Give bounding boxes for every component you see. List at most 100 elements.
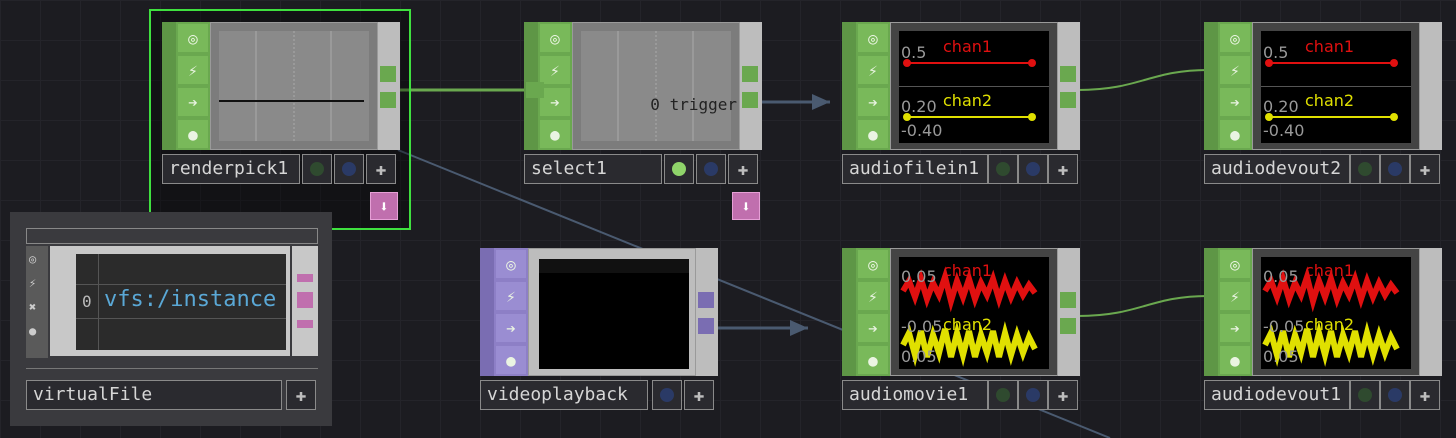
virtualfile-name[interactable]: virtualFile — [26, 380, 282, 410]
audiofilein-out-port-2[interactable] — [1060, 92, 1076, 108]
audiofilein-flag-bar: ◎ ⚡ ➔ ● — [842, 22, 890, 150]
select-dot-blue[interactable] — [696, 154, 726, 184]
plus-icon[interactable]: ✚ — [1410, 380, 1440, 410]
audiodevout2-dot-green[interactable] — [1350, 154, 1380, 184]
virtualfile-out-port-2[interactable] — [297, 292, 313, 308]
target-icon[interactable]: ◎ — [858, 250, 888, 278]
renderpick-node[interactable]: ◎ ⚡ ➔ ● renderpick1 ✚ ⬇ — [162, 22, 402, 222]
plus-icon[interactable]: ✚ — [684, 380, 714, 410]
select-in-port[interactable] — [526, 82, 544, 98]
plus-icon[interactable]: ✚ — [1048, 380, 1078, 410]
lightning-icon[interactable]: ⚡ — [858, 282, 888, 310]
audiofilein-dot-green[interactable] — [988, 154, 1018, 184]
lock-icon[interactable]: ● — [29, 324, 37, 338]
audiodevout2-val2a: 0.20 — [1263, 97, 1299, 116]
audiofilein-name[interactable]: audiofilein1 — [842, 154, 988, 184]
audiofilein-node[interactable]: ◎ ⚡ ➔ ● 0.5 chan1 0.20 chan2 -0.40 audio… — [842, 22, 1082, 192]
target-icon[interactable]: ◎ — [1220, 24, 1250, 52]
lightning-icon[interactable]: ⚡ — [1220, 282, 1250, 310]
plus-icon[interactable]: ✚ — [1048, 154, 1078, 184]
arrow-right-icon[interactable]: ➔ — [858, 314, 888, 342]
audiomovie-out-port-1[interactable] — [1060, 292, 1076, 308]
arrow-right-icon[interactable]: ➔ — [540, 88, 570, 116]
lock-icon[interactable]: ● — [1220, 346, 1250, 374]
audiomovie-node[interactable]: ◎ ⚡ ➔ ● 0.05 chan1 -0.05 chan2 0.05 audi… — [842, 248, 1082, 418]
arrow-down-icon[interactable]: ⬇ — [370, 192, 398, 220]
audiodevout2-dot-blue[interactable] — [1380, 154, 1410, 184]
lightning-icon[interactable]: ⚡ — [858, 56, 888, 84]
audiodevout2-val1: 0.5 — [1263, 43, 1289, 62]
plus-icon[interactable]: ✚ — [366, 154, 396, 184]
target-icon[interactable]: ◎ — [496, 250, 526, 278]
lightning-icon[interactable]: ⚡ — [178, 56, 208, 84]
target-icon[interactable]: ◎ — [858, 24, 888, 52]
videoplayback-out-port-1[interactable] — [698, 292, 714, 308]
audiofilein-viewer[interactable]: 0.5 chan1 0.20 chan2 -0.40 — [890, 22, 1058, 150]
lock-icon[interactable]: ● — [178, 120, 208, 148]
renderpick-out-port-2[interactable] — [380, 92, 396, 108]
audiomovie-dot-green[interactable] — [988, 380, 1018, 410]
videoplayback-out-port-2[interactable] — [698, 318, 714, 334]
arrow-right-icon[interactable]: ➔ — [496, 314, 526, 342]
virtualfile-viewer[interactable]: 0 vfs:/instance — [50, 246, 290, 356]
videoplayback-name[interactable]: videoplayback — [480, 380, 648, 410]
audiodevout2-name[interactable]: audiodevout2 — [1204, 154, 1350, 184]
audiomovie-dot-blue[interactable] — [1018, 380, 1048, 410]
close-icon[interactable]: ✖ — [29, 300, 37, 314]
renderpick-dot-green[interactable] — [302, 154, 332, 184]
lightning-icon[interactable]: ⚡ — [496, 282, 526, 310]
virtualfile-out-port-3[interactable] — [297, 320, 313, 328]
plus-icon[interactable]: ✚ — [728, 154, 758, 184]
audiofilein-dot-blue[interactable] — [1018, 154, 1048, 184]
audiodevout1-dot-blue[interactable] — [1380, 380, 1410, 410]
select-viewer[interactable]: 0 trigger — [572, 22, 740, 150]
target-icon[interactable]: ◎ — [1220, 250, 1250, 278]
renderpick-name[interactable]: renderpick1 — [162, 154, 300, 184]
audiomovie-val2b: 0.05 — [901, 347, 937, 366]
audiomovie-out-port-2[interactable] — [1060, 318, 1076, 334]
plus-icon[interactable]: ✚ — [1410, 154, 1440, 184]
audiodevout1-viewer[interactable]: 0.05 chan1 -0.05 chan2 0.05 — [1252, 248, 1420, 376]
virtualfile-out-port-1[interactable] — [297, 274, 313, 282]
lightning-icon[interactable]: ⚡ — [29, 276, 37, 290]
target-icon[interactable]: ◎ — [540, 24, 570, 52]
videoplayback-dot-blue[interactable] — [652, 380, 682, 410]
audiodevout2-node[interactable]: ◎ ⚡ ➔ ● 0.5 chan1 0.20 chan2 -0.40 audio… — [1204, 22, 1444, 192]
select-out-port-1[interactable] — [742, 66, 758, 82]
audiodevout1-name[interactable]: audiodevout1 — [1204, 380, 1350, 410]
videoplayback-viewer[interactable] — [528, 248, 696, 376]
arrow-right-icon[interactable]: ➔ — [1220, 88, 1250, 116]
renderpick-dot-blue[interactable] — [334, 154, 364, 184]
renderpick-viewer[interactable] — [210, 22, 378, 150]
lock-icon[interactable]: ● — [858, 120, 888, 148]
target-icon[interactable]: ◎ — [29, 252, 37, 266]
lock-icon[interactable]: ● — [496, 346, 526, 374]
arrow-right-icon[interactable]: ➔ — [178, 88, 208, 116]
select-node[interactable]: ◎ ⚡ ➔ ● 0 trigger select1 ✚ ⬇ — [524, 22, 764, 222]
lock-icon[interactable]: ● — [1220, 120, 1250, 148]
videoplayback-node[interactable]: ◎ ⚡ ➔ ● videoplayback ✚ — [480, 248, 720, 418]
lightning-icon[interactable]: ⚡ — [1220, 56, 1250, 84]
target-icon[interactable]: ◎ — [178, 24, 208, 52]
lock-icon[interactable]: ● — [858, 346, 888, 374]
audiodevout2-viewer[interactable]: 0.5 chan1 0.20 chan2 -0.40 — [1252, 22, 1420, 150]
arrow-right-icon[interactable]: ➔ — [858, 88, 888, 116]
audiomovie-name[interactable]: audiomovie1 — [842, 380, 988, 410]
audiomovie-scope: 0.05 chan1 -0.05 chan2 0.05 — [899, 257, 1049, 369]
lock-icon[interactable]: ● — [540, 120, 570, 148]
virtualfile-divider — [26, 368, 318, 377]
plus-icon[interactable]: ✚ — [286, 380, 316, 410]
select-dot-green[interactable] — [664, 154, 694, 184]
virtualfile-node[interactable]: ◎ ⚡ ✖ ● 0 vfs:/instance virtualFile ✚ — [26, 228, 318, 414]
audiofilein-out-port-1[interactable] — [1060, 66, 1076, 82]
audiomovie-viewer[interactable]: 0.05 chan1 -0.05 chan2 0.05 — [890, 248, 1058, 376]
arrow-right-icon[interactable]: ➔ — [1220, 314, 1250, 342]
audiodevout1-dot-green[interactable] — [1350, 380, 1380, 410]
select-graph — [617, 31, 694, 141]
arrow-down-icon[interactable]: ⬇ — [732, 192, 760, 220]
renderpick-out-port-1[interactable] — [380, 66, 396, 82]
audiodevout1-node[interactable]: ◎ ⚡ ➔ ● 0.05 chan1 -0.05 chan2 0.05 audi… — [1204, 248, 1444, 418]
select-name[interactable]: select1 — [524, 154, 662, 184]
select-out-port-2[interactable] — [742, 92, 758, 108]
lightning-icon[interactable]: ⚡ — [540, 56, 570, 84]
